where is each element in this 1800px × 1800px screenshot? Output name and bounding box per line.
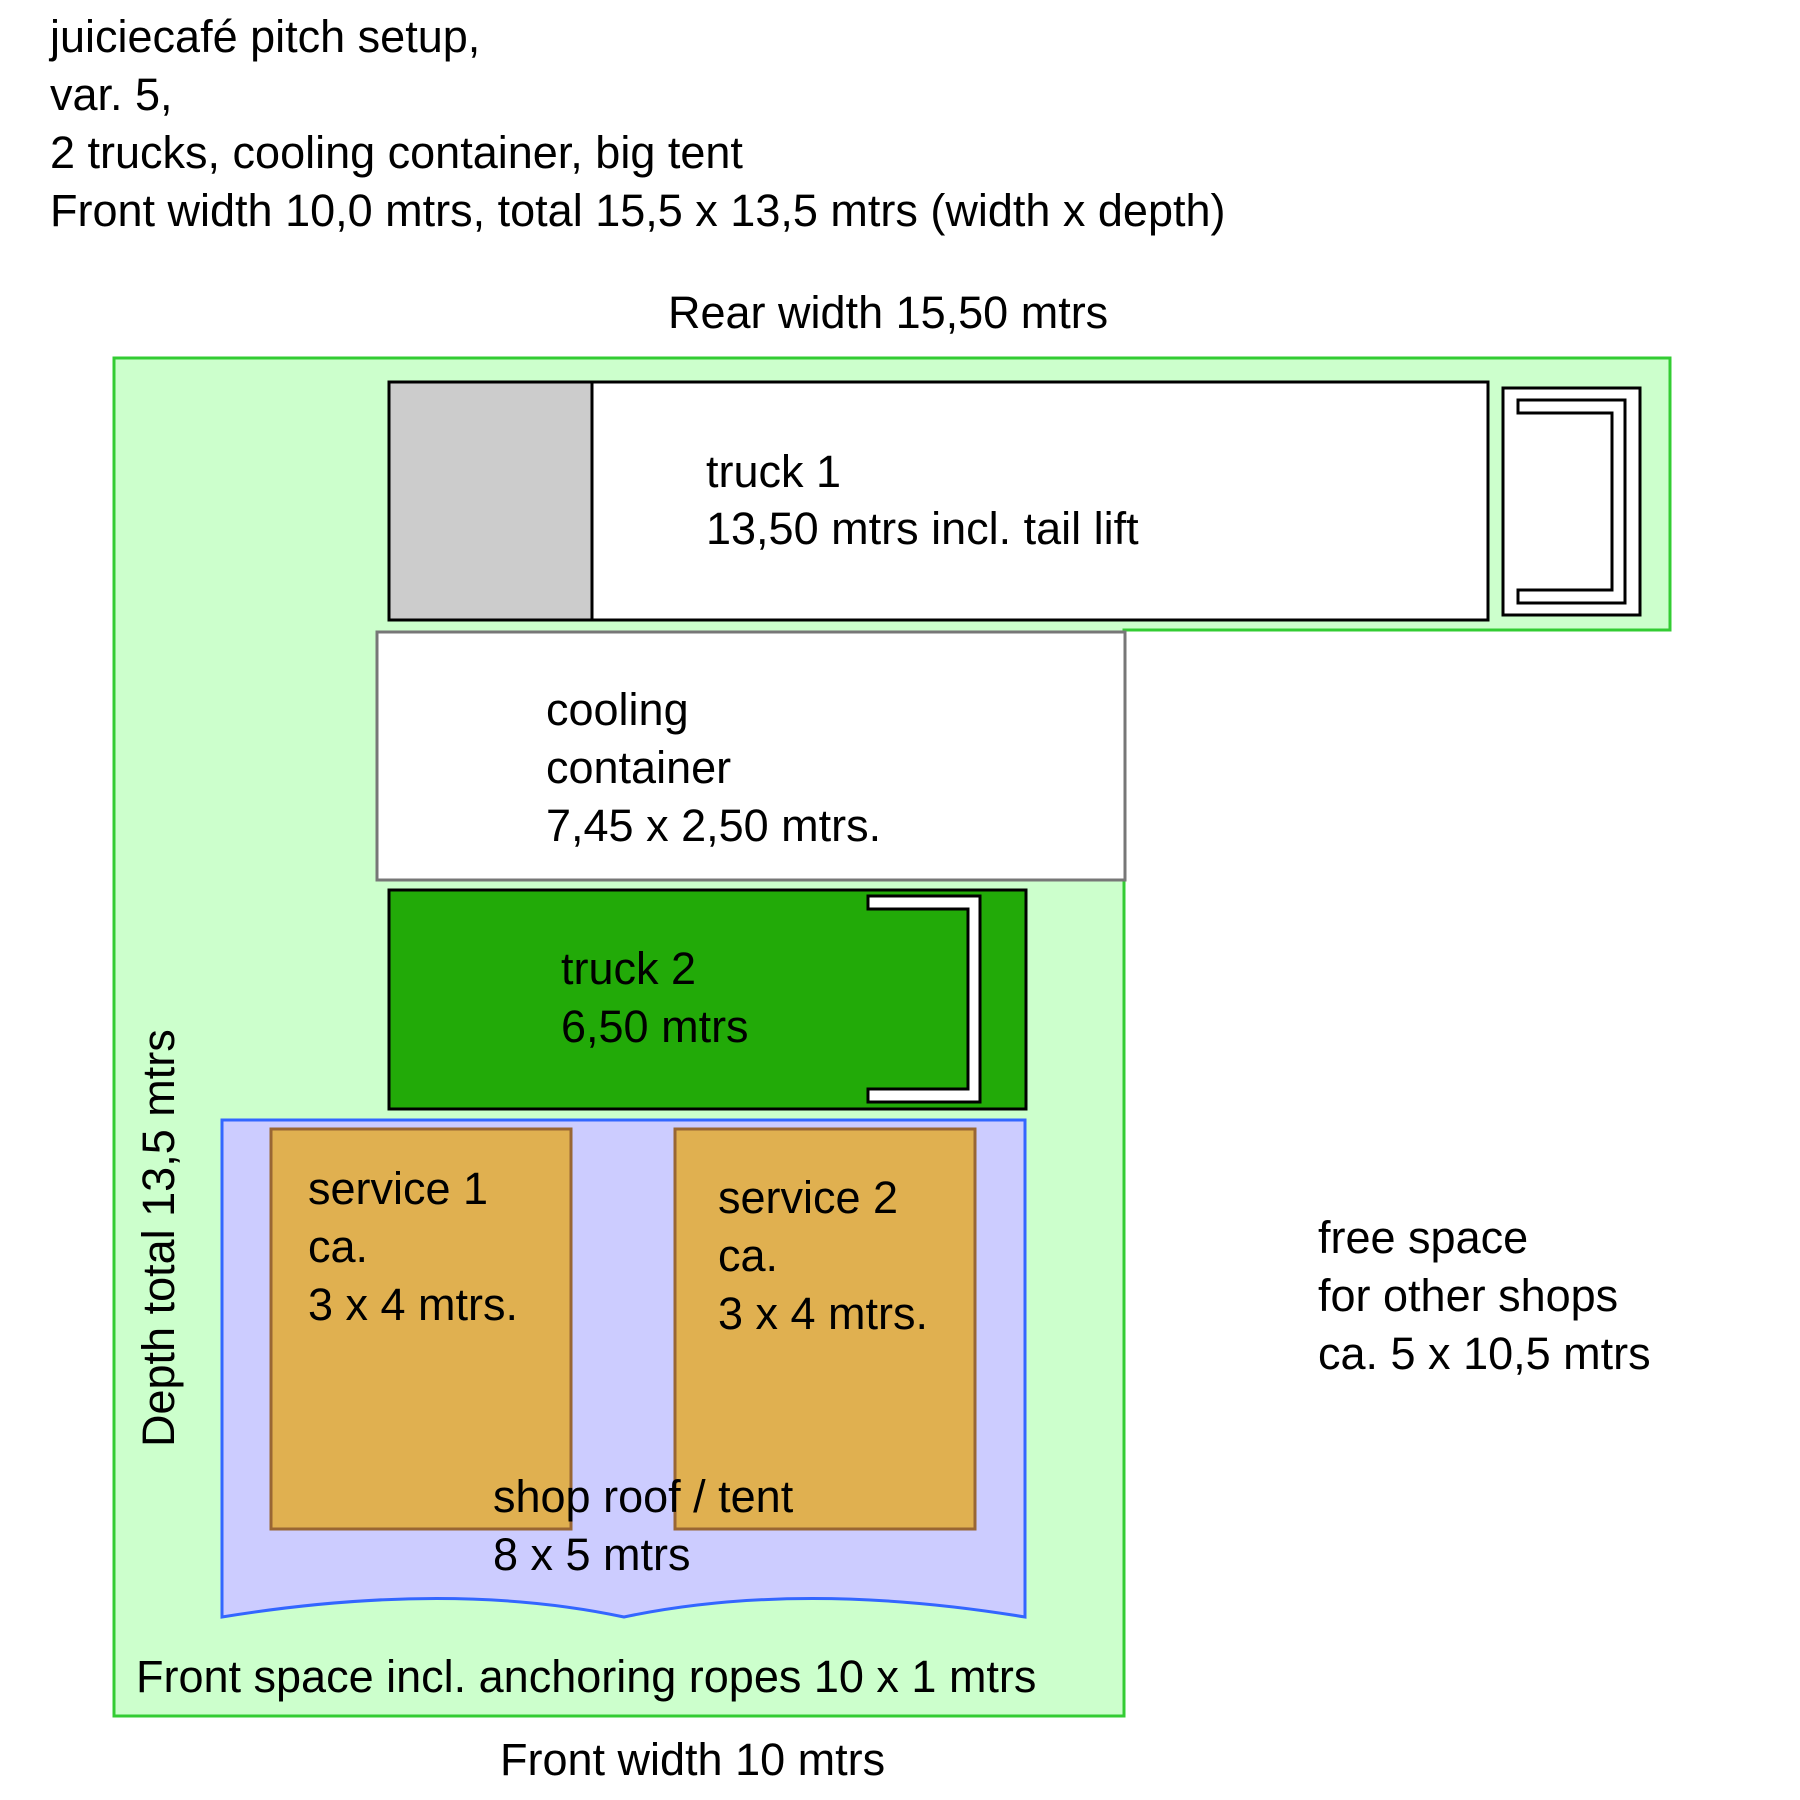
truck-2-tail-lift-bracket xyxy=(866,894,982,1104)
service-2-label-line-2: ca. xyxy=(718,1230,778,1281)
truck-2-label-line-1: truck 2 xyxy=(561,943,696,994)
cooling-container: cooling container 7,45 x 2,50 mtrs. xyxy=(375,630,1127,882)
front-width-label: Front width 10 mtrs xyxy=(500,1734,885,1785)
cooling-container-box xyxy=(375,630,1127,882)
service-1-label-line-3: 3 x 4 mtrs. xyxy=(308,1279,518,1330)
header-text: juiciecafé pitch setup, var. 5, 2 trucks… xyxy=(48,11,1226,236)
truck-1-body xyxy=(590,380,1490,622)
header-line-4: Front width 10,0 mtrs, total 15,5 x 13,5… xyxy=(50,185,1226,236)
cooling-container-label-line-1: cooling xyxy=(546,684,689,735)
service-1-box xyxy=(269,1127,573,1531)
header-line-3: 2 trucks, cooling container, big tent xyxy=(50,127,743,178)
truck-2-body xyxy=(387,888,1028,1111)
cooling-container-label-line-2: container xyxy=(546,742,731,793)
header-line-1: juiciecafé pitch setup, xyxy=(48,11,480,62)
free-space-label-line-3: ca. 5 x 10,5 mtrs xyxy=(1318,1328,1651,1379)
free-space-label-line-2: for other shops xyxy=(1318,1270,1618,1321)
service-2-label-line-1: service 2 xyxy=(718,1172,898,1223)
truck-2-label-line-2: 6,50 mtrs xyxy=(561,1001,749,1052)
header-line-2: var. 5, xyxy=(50,69,173,120)
cooling-container-label-line-3: 7,45 x 2,50 mtrs. xyxy=(546,800,881,851)
free-space-label-line-1: free space xyxy=(1318,1212,1528,1263)
depth-label: Depth total 13,5 mtrs xyxy=(133,1029,184,1447)
truck-2: truck 2 6,50 mtrs xyxy=(387,888,1028,1111)
rear-width-label: Rear width 15,50 mtrs xyxy=(668,287,1108,338)
truck-1: truck 1 13,50 mtrs incl. tail lift xyxy=(387,380,1642,622)
free-space-label: free space for other shops ca. 5 x 10,5 … xyxy=(1318,1212,1651,1379)
service-2-box xyxy=(673,1127,977,1531)
front-space-label: Front space incl. anchoring ropes 10 x 1… xyxy=(136,1651,1036,1702)
service-1: service 1 ca. 3 x 4 mtrs. xyxy=(269,1127,573,1531)
truck-1-cab xyxy=(387,380,594,622)
service-1-label-line-2: ca. xyxy=(308,1221,368,1272)
truck-1-label-line-1: truck 1 xyxy=(706,446,841,497)
service-1-label-line-1: service 1 xyxy=(308,1163,488,1214)
service-2: service 2 ca. 3 x 4 mtrs. xyxy=(673,1127,977,1531)
tent-label-line-1: shop roof / tent xyxy=(493,1471,794,1522)
truck-1-label-line-2: 13,50 mtrs incl. tail lift xyxy=(706,503,1139,554)
truck-1-tail-lift-bracket xyxy=(1516,398,1627,605)
tent-label-line-2: 8 x 5 mtrs xyxy=(493,1529,691,1580)
service-2-label-line-3: 3 x 4 mtrs. xyxy=(718,1288,928,1339)
